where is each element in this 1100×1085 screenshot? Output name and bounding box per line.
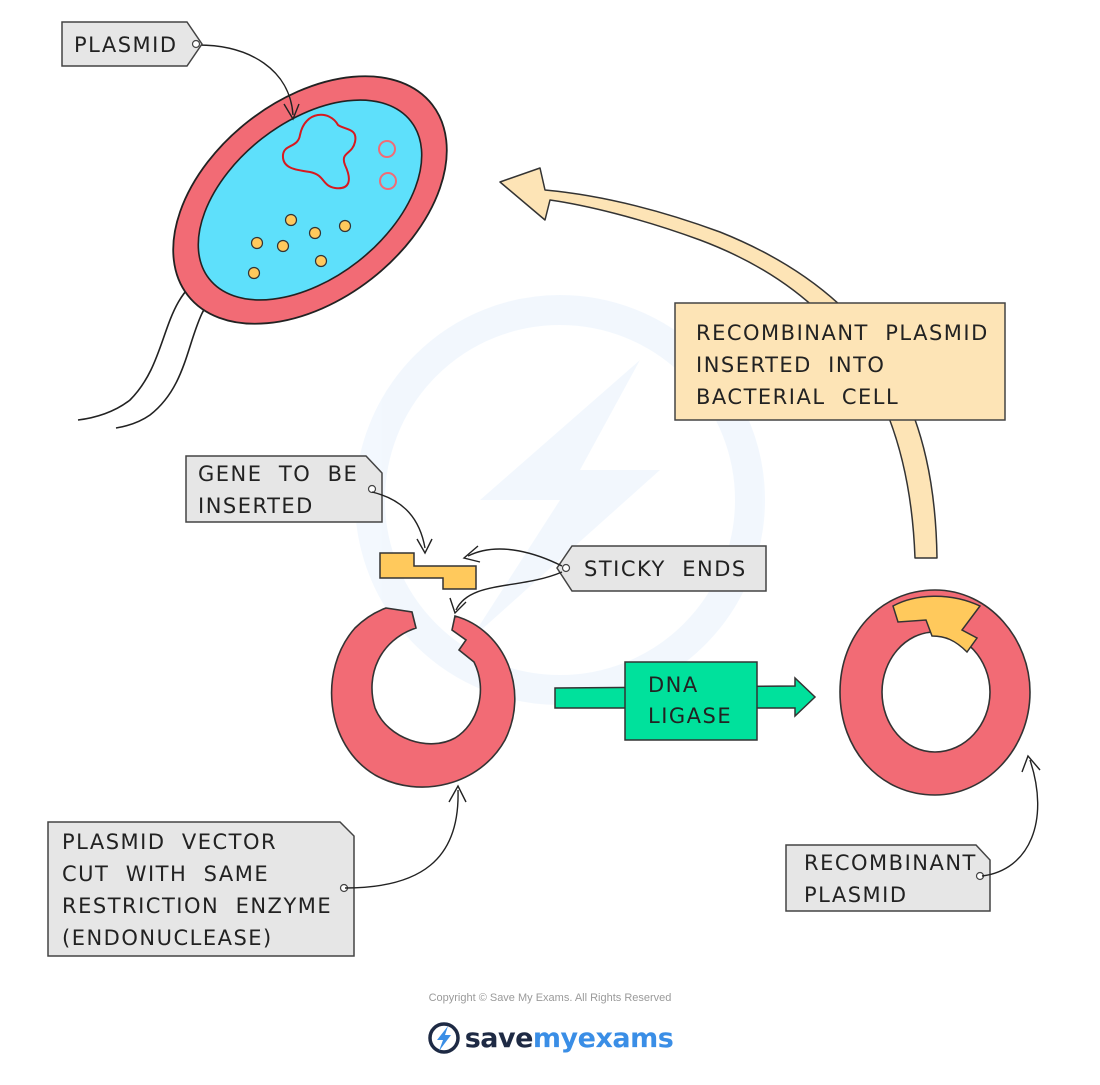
connector-sticky-gene bbox=[467, 548, 563, 567]
brand-part2: my bbox=[532, 1022, 578, 1054]
arrowhead bbox=[283, 103, 300, 121]
dna-ligase-arrow: DNA LIGASE bbox=[554, 661, 817, 741]
connector-recombinant bbox=[981, 759, 1039, 877]
arrowhead bbox=[448, 784, 467, 803]
recombinant-inserted-box: RECOMBINANT PLASMID INSERTED INTO BACTER… bbox=[674, 302, 1006, 421]
plasmid-vector-tag: PLASMID VECTOR CUT WITH SAME RESTRICTION… bbox=[47, 821, 355, 957]
flagellum bbox=[115, 287, 221, 429]
bacterial-cell bbox=[77, 75, 448, 429]
plasmid-vector-line4: (ENDONUCLEASE) bbox=[62, 926, 273, 950]
small-plasmid bbox=[378, 140, 396, 158]
plasmid-vector-line2: CUT WITH SAME bbox=[62, 862, 269, 886]
recombinant-plasmid-line1: RECOMBINANT bbox=[804, 851, 977, 875]
flagellum bbox=[77, 274, 206, 421]
recombinant-plasmid-line2: PLASMID bbox=[804, 883, 908, 907]
lightning-icon bbox=[427, 1022, 460, 1054]
sticky-ends-label: STICKY ENDS bbox=[584, 557, 747, 581]
brand-name: savemyexams bbox=[465, 1023, 674, 1054]
brand-part1: save bbox=[464, 1022, 534, 1054]
ribosomes bbox=[247, 213, 352, 280]
recombinant-inserted-line1: RECOMBINANT PLASMID bbox=[696, 321, 989, 345]
plasmid-vector-line1: PLASMID VECTOR bbox=[62, 830, 277, 854]
plasmid-vector-line3: RESTRICTION ENZYME bbox=[62, 894, 332, 918]
sticky-ends-tag: STICKY ENDS bbox=[556, 545, 767, 592]
arrowhead bbox=[449, 597, 467, 615]
recombinant-inserted-line3: BACTERIAL CELL bbox=[696, 385, 899, 409]
chromosomal-dna bbox=[281, 113, 357, 190]
cytoplasm bbox=[197, 99, 423, 301]
arrowhead bbox=[462, 545, 481, 563]
arrowhead bbox=[1021, 754, 1041, 773]
dna-ligase-line2: LIGASE bbox=[648, 704, 732, 728]
small-plasmid bbox=[379, 172, 397, 190]
plasmid-tag: PLASMID bbox=[61, 21, 203, 67]
plasmid-label: PLASMID bbox=[74, 33, 178, 57]
connector-vector bbox=[344, 789, 459, 889]
gene-fragment bbox=[379, 552, 477, 590]
cut-plasmid-vector bbox=[330, 607, 516, 788]
connector-sticky-plasmid bbox=[455, 571, 563, 611]
recombinant-inserted-line2: INSERTED INTO bbox=[696, 353, 885, 377]
copyright-notice: Copyright © Save My Exams. All Rights Re… bbox=[428, 992, 672, 1004]
recombinant-plasmid bbox=[839, 589, 1031, 796]
gene-tag: GENE TO BE INSERTED bbox=[185, 455, 383, 523]
gene-label-line1: GENE TO BE bbox=[198, 462, 358, 486]
brand-part3: exams bbox=[577, 1022, 674, 1054]
gene-label-line2: INSERTED bbox=[198, 494, 314, 518]
connector-gene bbox=[371, 491, 426, 549]
dna-ligase-line1: DNA bbox=[648, 673, 699, 697]
arrowhead bbox=[416, 538, 433, 555]
recombinant-plasmid-tag: RECOMBINANT PLASMID bbox=[785, 844, 991, 912]
connector-plasmid bbox=[197, 44, 294, 116]
brand-logo: savemyexams bbox=[0, 1018, 1100, 1058]
inserted-gene-segment bbox=[892, 595, 982, 654]
